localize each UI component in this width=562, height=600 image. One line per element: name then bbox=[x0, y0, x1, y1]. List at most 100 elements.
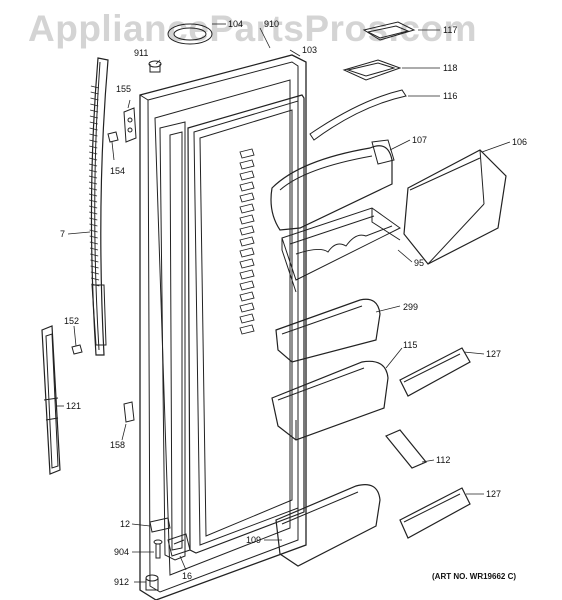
handle-grip-rib bbox=[90, 253, 99, 257]
part-112 bbox=[385, 429, 427, 469]
bottom-hinge-parts bbox=[145, 517, 191, 591]
callout-121: 121 bbox=[66, 401, 82, 411]
handle-grip-rib bbox=[88, 193, 98, 197]
liner-ridge bbox=[239, 236, 255, 247]
handle-grip-rib bbox=[89, 157, 98, 161]
crisper-cover bbox=[403, 149, 507, 265]
callout-16: 16 bbox=[182, 571, 193, 581]
callout-911: 911 bbox=[134, 48, 149, 58]
handle-grip-rib bbox=[89, 115, 99, 119]
liner-ridge bbox=[239, 324, 255, 335]
handle-grip-rib bbox=[88, 199, 98, 203]
top-cap bbox=[167, 23, 213, 45]
callout-117: 117 bbox=[443, 25, 458, 35]
handle-grip-rib bbox=[89, 241, 98, 245]
callout-158: 158 bbox=[110, 440, 126, 450]
handle-grip-rib bbox=[90, 91, 99, 95]
door-frame bbox=[139, 54, 307, 600]
liner-ridge bbox=[239, 269, 255, 280]
callout-107: 107 bbox=[412, 135, 428, 145]
inner-liner bbox=[159, 121, 255, 561]
trim-strip bbox=[41, 325, 61, 475]
handle-grip-rib bbox=[90, 85, 100, 89]
callout-95: 95 bbox=[414, 258, 425, 268]
callout-7: 7 bbox=[60, 229, 66, 239]
handle-grip-rib bbox=[89, 223, 98, 227]
callout-127-lower: 127 bbox=[486, 489, 502, 499]
handle-grip-rib bbox=[90, 97, 99, 101]
callout-12: 12 bbox=[120, 519, 131, 529]
liner-ridge bbox=[239, 313, 255, 324]
door-handle bbox=[88, 57, 109, 356]
handle-grip-rib bbox=[88, 175, 98, 179]
handle-grip-rib bbox=[89, 211, 98, 215]
handle-grip-rib bbox=[90, 259, 99, 263]
clip-158 bbox=[123, 401, 135, 423]
liner-ridge bbox=[239, 214, 255, 225]
handle-grip-rib bbox=[89, 151, 98, 155]
handle-grip-rib bbox=[88, 187, 98, 191]
screw-911 bbox=[148, 60, 162, 73]
callout-116: 116 bbox=[443, 91, 458, 101]
wire-rack bbox=[281, 207, 401, 293]
bin-front-127-upper bbox=[399, 347, 471, 397]
handle-grip-rib bbox=[89, 235, 98, 239]
callout-109: 109 bbox=[246, 535, 262, 545]
callout-103: 103 bbox=[302, 45, 318, 55]
handle-grip-rib bbox=[88, 181, 98, 185]
liner-ridge bbox=[239, 291, 255, 302]
callout-104: 104 bbox=[228, 19, 244, 29]
handle-grip-rib bbox=[88, 169, 98, 173]
liner-ridge bbox=[239, 192, 255, 203]
callout-152: 152 bbox=[64, 316, 80, 326]
callout-912: 912 bbox=[114, 577, 130, 587]
handle-grip-rib bbox=[89, 127, 98, 131]
handle-grip-rib bbox=[90, 265, 99, 269]
door-bin-299 bbox=[275, 298, 381, 363]
liner-ridge bbox=[239, 258, 255, 269]
callout-115: 115 bbox=[403, 340, 418, 350]
door-bin-109 bbox=[275, 484, 381, 567]
callout-910: 910 bbox=[264, 19, 280, 29]
liner-ridge bbox=[239, 148, 255, 159]
handle-grip-rib bbox=[90, 103, 99, 107]
callout-118: 118 bbox=[443, 63, 458, 73]
handle-grip-rib bbox=[89, 109, 99, 113]
handle-grip-rib bbox=[89, 217, 98, 221]
screw-152 bbox=[71, 344, 83, 355]
handle-grip-rib bbox=[88, 163, 98, 167]
callout-127-upper: 127 bbox=[486, 349, 502, 359]
handle-grip-rib bbox=[90, 277, 100, 281]
door-gasket bbox=[187, 94, 305, 554]
handle-grip-rib bbox=[89, 139, 98, 143]
bin-front-127-lower bbox=[399, 487, 471, 539]
callout-112: 112 bbox=[436, 455, 451, 465]
handle-grip-rib bbox=[89, 247, 99, 251]
leader-lines bbox=[56, 23, 511, 583]
callout-904: 904 bbox=[114, 547, 130, 557]
liner-ridge bbox=[239, 159, 255, 170]
liner-ridge bbox=[239, 247, 255, 258]
door-bin-115 bbox=[271, 360, 389, 441]
handle-grip-rib bbox=[89, 205, 98, 209]
top-right-parts bbox=[309, 21, 416, 141]
liner-ridge bbox=[239, 280, 255, 291]
handle-grip-rib bbox=[89, 229, 98, 233]
liner-ridge bbox=[239, 203, 255, 214]
dairy-bin bbox=[270, 139, 395, 231]
handle-grip-rib bbox=[90, 271, 99, 275]
callout-299: 299 bbox=[403, 302, 419, 312]
liner-ridge bbox=[239, 302, 255, 313]
liner-ridge bbox=[239, 181, 255, 192]
handle-grip-rib bbox=[89, 121, 98, 125]
handle-grip-rib bbox=[89, 145, 98, 149]
hinge-bracket bbox=[107, 107, 137, 143]
art-number: (ART NO. WR19662 C) bbox=[432, 572, 517, 581]
callout-155: 155 bbox=[116, 84, 132, 94]
liner-ridge bbox=[239, 170, 255, 181]
callout-106: 106 bbox=[512, 137, 528, 147]
liner-ridge bbox=[239, 225, 255, 236]
callout-154: 154 bbox=[110, 166, 126, 176]
handle-grip-rib bbox=[89, 133, 98, 137]
